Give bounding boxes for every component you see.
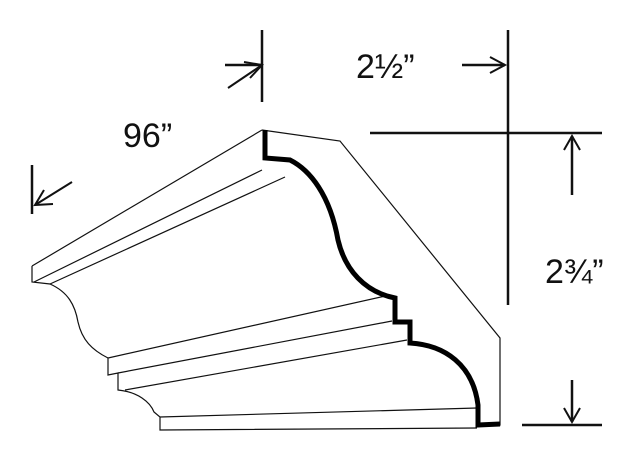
bottom-strip-line <box>159 407 478 418</box>
lower-strip-line <box>117 320 393 374</box>
height-label: 2¾” <box>545 253 604 291</box>
left-end-profile <box>31 266 109 359</box>
lower-strip-line-2 <box>124 339 408 391</box>
width-label: 2½” <box>356 48 415 86</box>
length-label: 96” <box>123 117 172 155</box>
width-dimension: 2½” <box>225 30 510 305</box>
molding-profile <box>262 130 501 428</box>
length-dimension: 96” <box>30 117 172 214</box>
top-strip-line-2 <box>49 176 286 285</box>
top-edge-line <box>31 129 263 267</box>
molding-outline <box>31 129 501 431</box>
lower-left-profile <box>107 294 478 431</box>
height-dimension: 2¾” <box>370 131 604 427</box>
molding-back-edge <box>261 129 501 426</box>
top-strip-line <box>33 169 263 283</box>
